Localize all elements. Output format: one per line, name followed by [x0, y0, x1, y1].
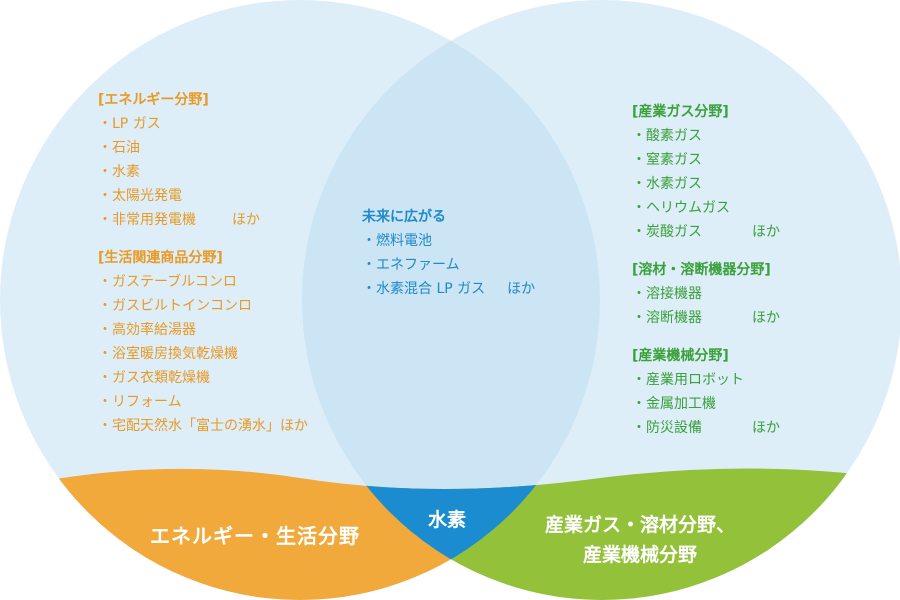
list-item-suffix: ほか: [752, 224, 780, 240]
list-item: ・ヘリウムガス: [632, 200, 730, 216]
right-band-label-line1: 産業ガス・溶材分野、: [544, 514, 735, 536]
list-item: ・宅配天然水「富士の湧水」ほか: [98, 418, 308, 434]
list-item-suffix: ほか: [232, 212, 260, 228]
list-item: ・酸素ガス: [632, 128, 702, 144]
list-item-suffix: ほか: [752, 310, 780, 326]
list-item: ・水素混合 LP ガスほか: [362, 281, 536, 297]
lifestyle-heading: [生活関連商品分野]: [98, 250, 223, 266]
machinery-heading: [産業機械分野]: [632, 348, 729, 364]
left-band-label: エネルギー・生活分野: [150, 524, 360, 548]
list-item: ・ガス衣類乾燥機: [98, 370, 210, 386]
list-item: ・太陽光発電: [98, 188, 182, 204]
center-band-label: 水素: [428, 509, 467, 531]
list-item: ・エネファーム: [362, 257, 460, 273]
list-item: ・防災設備ほか: [632, 420, 780, 436]
left-text-block: [エネルギー分野] ・LP ガス ・石油 ・水素 ・太陽光発電 ・非常用発電機ほ…: [98, 88, 308, 438]
list-item: ・非常用発電機ほか: [98, 212, 260, 228]
list-item: ・溶接機器: [632, 286, 702, 302]
list-item: ・燃料電池: [362, 233, 432, 249]
right-text-block: [産業ガス分野] ・酸素ガス ・窒素ガス ・水素ガス ・ヘリウムガス ・炭酸ガス…: [632, 100, 780, 440]
energy-heading: [エネルギー分野]: [98, 92, 209, 108]
list-item: ・窒素ガス: [632, 152, 702, 168]
welding-heading: [溶材・溶断機器分野]: [632, 262, 771, 278]
center-text-block: 未来に広がる ・燃料電池 ・エネファーム ・水素混合 LP ガスほか: [362, 205, 535, 301]
list-item: ・LP ガス: [98, 116, 161, 132]
list-item: ・浴室暖房換気乾燥機: [98, 346, 238, 362]
future-heading: 未来に広がる: [362, 209, 446, 225]
right-band-label-line2: 産業機械分野: [582, 544, 697, 566]
list-item: ・リフォーム: [98, 394, 182, 410]
list-item: ・溶断機器ほか: [632, 310, 780, 326]
list-item: ・金属加工機: [632, 396, 716, 412]
list-item: ・高効率給湯器: [98, 322, 196, 338]
list-item: ・産業用ロボット: [632, 372, 744, 388]
list-item: ・石油: [98, 140, 140, 156]
overlap-region: [302, 0, 600, 600]
list-item: ・炭酸ガスほか: [632, 224, 780, 240]
list-item-suffix: ほか: [752, 420, 780, 436]
list-item: ・水素: [98, 164, 140, 180]
list-item-suffix: ほか: [507, 281, 536, 297]
list-item: ・ガステーブルコンロ: [98, 274, 237, 290]
industrial-gas-heading: [産業ガス分野]: [632, 104, 729, 120]
list-item: ・水素ガス: [632, 176, 702, 192]
right-band-label: 産業ガス・溶材分野、 産業機械分野: [530, 510, 750, 570]
list-item: ・ガスビルトインコンロ: [98, 298, 252, 314]
